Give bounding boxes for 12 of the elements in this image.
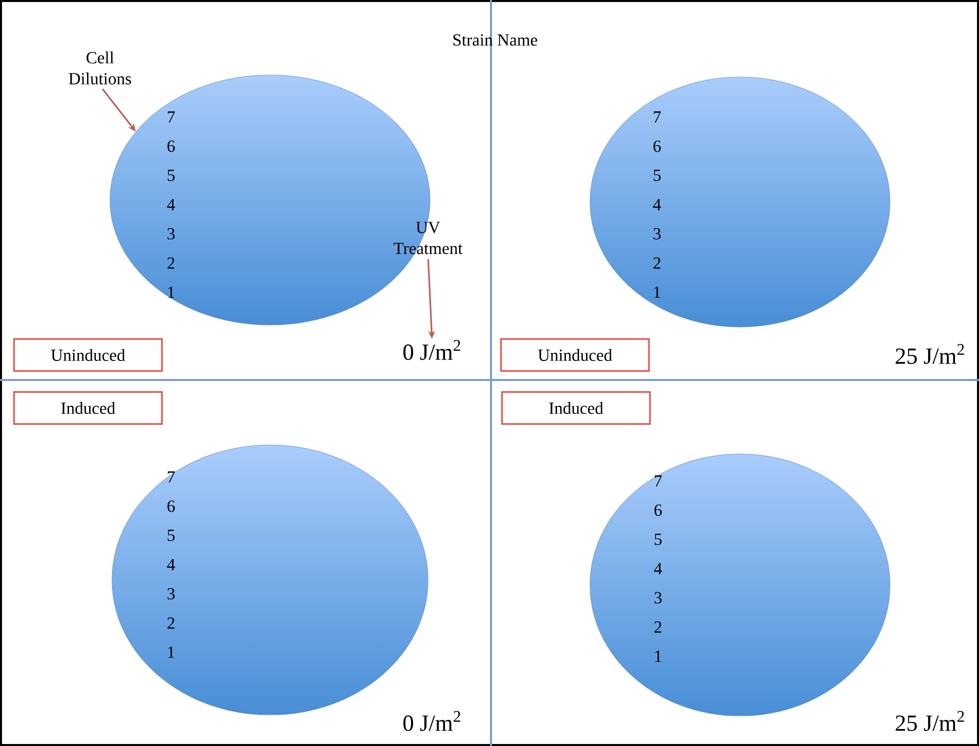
- dose-label: 25 J/m$^{2}$: [896, 711, 964, 731]
- agar-plate: 7 6 5 4 3 2 1: [590, 76, 890, 328]
- dose-label: 25 J/m$^{2}$: [896, 344, 964, 364]
- condition-box: Induced: [501, 391, 651, 425]
- agar-plate: 7 6 5 4 3 2 1: [590, 454, 890, 716]
- title-text: Strain Name: [453, 34, 538, 46]
- condition-box: Uninduced: [13, 338, 163, 372]
- callout-text: Cell Dilutions: [68, 52, 132, 84]
- agar-plate: 7 6 5 4 3 2 1: [112, 444, 428, 716]
- dose-label: 0 J/m$^{2}$: [403, 340, 460, 360]
- condition-box: Induced: [13, 391, 163, 425]
- condition-box: Uninduced: [500, 338, 650, 372]
